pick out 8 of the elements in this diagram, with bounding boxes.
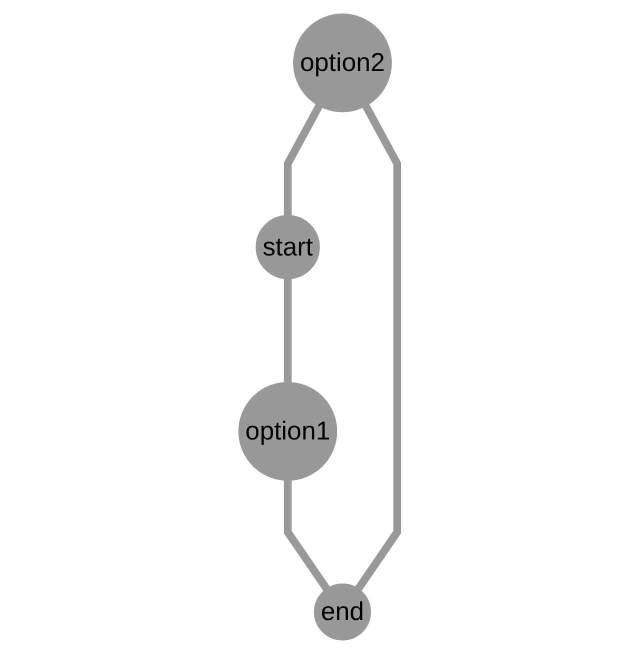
node-circle: start — [256, 215, 320, 280]
connector — [284, 480, 330, 592]
connector — [284, 278, 292, 382]
node-circle: end — [314, 583, 371, 641]
connector — [284, 104, 323, 216]
node-circle: option2 — [293, 13, 392, 112]
node-circle: option1 — [238, 382, 338, 481]
connector — [355, 104, 402, 592]
